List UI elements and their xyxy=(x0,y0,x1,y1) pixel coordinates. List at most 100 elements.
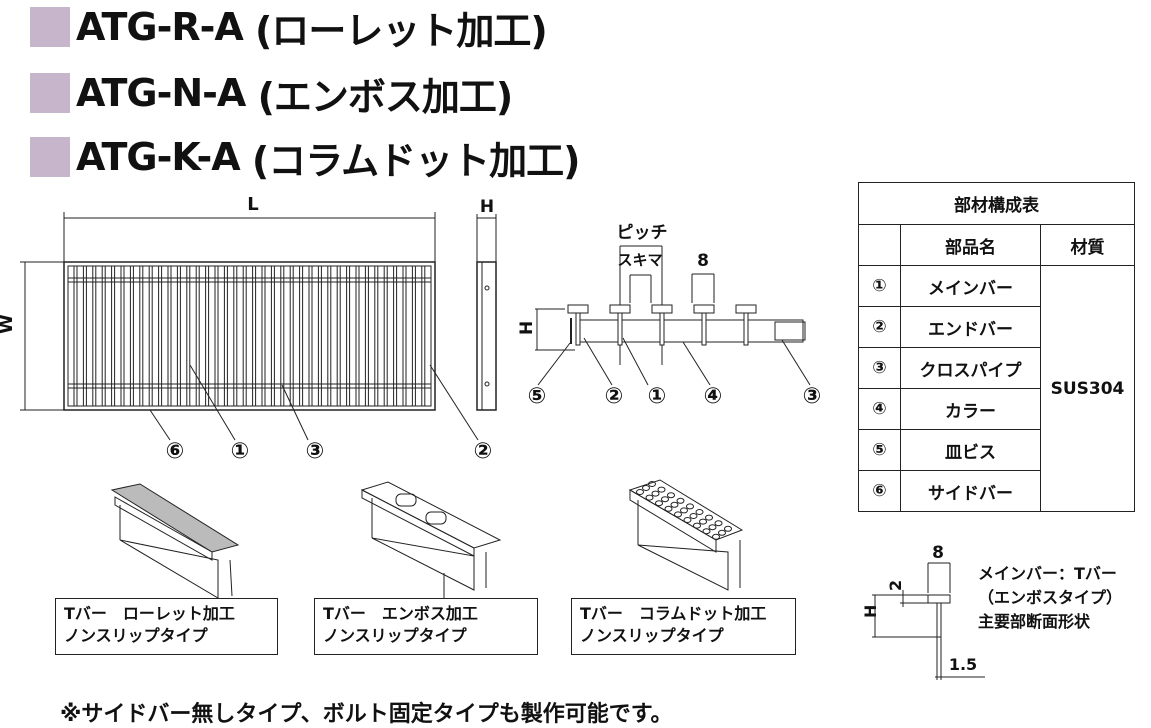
column-dot xyxy=(699,518,707,525)
part-no: ⑥ xyxy=(858,470,901,512)
part-name: 皿ビス xyxy=(900,429,1041,471)
part-name: メインバー xyxy=(900,265,1041,307)
column-dot xyxy=(661,496,669,503)
column-dot xyxy=(680,507,688,514)
tbar-subtype: ノンスリップタイプ xyxy=(323,626,467,645)
dim-w-label: W xyxy=(0,314,17,334)
column-dot xyxy=(718,529,726,536)
column-dot xyxy=(648,481,656,487)
footer-note: ※サイドバー無しタイプ、ボルト固定タイプも製作可能です。 xyxy=(60,702,673,727)
bar-width-label: 8 xyxy=(697,251,709,271)
callout-2: ② xyxy=(474,439,493,464)
plan-callouts: ⑥ ① ③ ② xyxy=(166,439,493,464)
tbar-flange xyxy=(567,304,589,314)
tbar-embossed-label: Tバー エンボス加工ノンスリップタイプ xyxy=(314,598,538,655)
material-value: SUS304 xyxy=(1040,265,1135,512)
flange-width-label: 8 xyxy=(932,543,944,563)
section-note-line: 主要部断面形状 xyxy=(978,612,1091,631)
column-dot xyxy=(655,500,663,507)
model-name: ATG-N-A xyxy=(76,71,246,115)
section-note-line: メインバー：Tバー xyxy=(978,564,1117,583)
tbar-web xyxy=(617,312,623,346)
main-bar-section-detail: 8 2 H 1.5 xyxy=(861,543,985,680)
column-dot xyxy=(657,486,666,493)
tbar-web xyxy=(575,312,581,346)
tbar-knurled-label: Tバー ローレット加工ノンスリップタイプ xyxy=(55,598,278,655)
column-dot xyxy=(670,501,679,508)
tbar-embossed-illustration xyxy=(360,481,502,598)
part-no: ③ xyxy=(858,347,901,389)
column-dot xyxy=(712,533,720,540)
tbar-web xyxy=(659,312,665,346)
callout-6: ⑥ xyxy=(166,439,185,464)
column-dot xyxy=(702,528,711,535)
tbar-flange xyxy=(651,304,673,314)
header-material: 材質 xyxy=(1040,224,1135,266)
tbar-flange xyxy=(693,304,715,314)
finish-name: (コラムドット加工) xyxy=(251,138,581,183)
tbar-column-dot-label: Tバー コラムドット加工ノンスリップタイプ xyxy=(571,598,796,655)
callout-5: ⑤ xyxy=(528,384,547,409)
dim-l-label: L xyxy=(247,194,258,215)
title-marker xyxy=(30,137,70,177)
part-no: ① xyxy=(858,265,901,307)
column-dot xyxy=(676,497,685,504)
part-no: ⑤ xyxy=(858,429,901,471)
tbar-type: Tバー ローレット加工 xyxy=(64,604,235,623)
column-dots xyxy=(636,481,732,540)
section-h-label: H xyxy=(517,321,537,335)
title-atg-n-a: ATG-N-A (エンボス加工) xyxy=(30,68,513,119)
cross-section-tbars xyxy=(567,304,757,346)
section-detail-h-label: H xyxy=(861,605,880,618)
column-dot xyxy=(636,489,644,495)
column-dot xyxy=(683,517,692,523)
part-name: エンドバー xyxy=(900,306,1041,348)
tbar-flange xyxy=(609,304,631,314)
callout-4: ④ xyxy=(704,384,723,409)
callout-3: ③ xyxy=(803,384,822,409)
column-dot xyxy=(708,524,717,531)
column-dot xyxy=(667,492,675,499)
column-dot xyxy=(705,514,713,521)
model-name: ATG-K-A xyxy=(76,135,241,179)
title-marker xyxy=(30,73,70,113)
part-no: ④ xyxy=(858,388,901,430)
tbar-flange xyxy=(735,304,757,314)
title-atg-r-a: ATG-R-A (ローレット加工) xyxy=(30,2,548,53)
main-bars xyxy=(73,266,426,406)
tbar-type: Tバー コラムドット加工 xyxy=(580,604,767,623)
column-dot xyxy=(642,485,650,491)
column-dot xyxy=(651,490,660,497)
flange-thickness-label: 2 xyxy=(886,580,905,591)
title-atg-k-a: ATG-K-A (コラムドット加工) xyxy=(30,132,581,183)
pitch-label: ピッチ xyxy=(617,223,668,243)
section-note-line: （エンボスタイプ） xyxy=(978,588,1123,607)
tbar-column-dot-illustration xyxy=(628,479,744,591)
column-dot xyxy=(686,503,694,510)
header-part-name: 部品名 xyxy=(900,224,1041,266)
dim-h-label: H xyxy=(480,197,494,217)
grating-side-view: H xyxy=(476,197,497,411)
tbar-web xyxy=(743,312,749,346)
section-note: メインバー：Tバー （エンボスタイプ） 主要部断面形状 xyxy=(978,562,1122,634)
title-marker xyxy=(30,7,70,47)
callout-2: ② xyxy=(605,384,624,409)
part-name: サイドバー xyxy=(900,470,1041,512)
callout-1: ① xyxy=(231,439,250,464)
section-callouts: ⑤ ② ① ④ ③ xyxy=(528,384,822,409)
header-no xyxy=(858,224,901,266)
column-dot xyxy=(693,522,701,529)
column-dot xyxy=(674,511,682,518)
model-name: ATG-R-A xyxy=(76,5,244,49)
part-name: クロスパイプ xyxy=(900,347,1041,389)
column-dot xyxy=(689,513,698,519)
parts-table-caption: 部材構成表 xyxy=(858,182,1135,225)
